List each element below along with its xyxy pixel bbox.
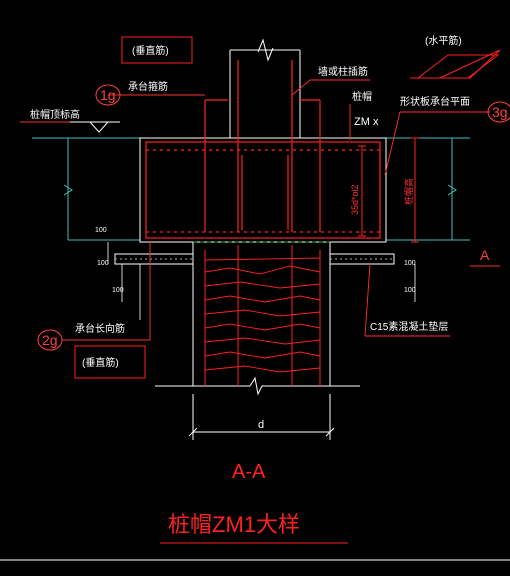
pile-spiral	[204, 257, 321, 373]
label-cap-name: ZM x	[354, 116, 379, 128]
svg-text:2g: 2g	[42, 332, 58, 348]
label-pile-cap: 桩帽	[352, 90, 372, 103]
label-column-bars: 墙或柱插筋	[318, 65, 368, 78]
label-boxes	[74, 36, 193, 379]
label-cap-long-bars: 承台长向筋	[75, 322, 125, 335]
pile-rebar	[204, 245, 321, 386]
svg-text:1g: 1g	[100, 87, 116, 103]
label-c15-cushion: C15素混凝土垫层	[370, 320, 448, 333]
vertical-dim-left	[358, 145, 366, 237]
label-shape-bars: 形状板承台平面	[400, 95, 470, 108]
bubble-1: 1g	[95, 84, 121, 106]
bubble-2: 2g	[37, 329, 63, 351]
dim-100-e: 100	[404, 287, 416, 294]
svg-text:A: A	[480, 247, 490, 263]
leaders	[20, 79, 490, 341]
label-horizontal-bar: (水平筋)	[425, 34, 462, 47]
dim-100-d: 100	[404, 260, 416, 267]
section-label: A-A	[232, 461, 266, 483]
bubble-3: 3g	[487, 101, 510, 123]
drawing-title: 桩帽ZM1大样	[168, 512, 300, 537]
ground-lines	[32, 137, 470, 241]
label-vertical-bar-bottom: (垂直筋)	[82, 356, 119, 369]
dimension-d-text: d	[258, 419, 264, 431]
dim-100-a: 100	[95, 227, 107, 234]
vertical-dim-right	[411, 137, 419, 243]
small-dims	[107, 242, 416, 320]
pile-body	[155, 242, 360, 396]
vertical-dim-left-text: 35d*ol2	[350, 184, 360, 215]
section-marker: A	[470, 247, 500, 267]
vertical-dim-right-text: 桩帽高	[403, 178, 414, 205]
cap-rebar	[145, 60, 381, 239]
label-vertical-bar-top: (垂直筋)	[132, 44, 169, 57]
label-pile-top-elev: 桩帽顶标高	[30, 108, 80, 121]
svg-text:3g: 3g	[492, 104, 508, 120]
column-outline	[229, 38, 301, 138]
horizontal-bar-plane	[416, 54, 500, 79]
dim-100-b: 100	[97, 260, 109, 267]
dimension-d	[188, 394, 335, 440]
dim-100-c: 100	[112, 287, 124, 294]
label-cap-stirrup: 承台箍筋	[128, 80, 168, 93]
